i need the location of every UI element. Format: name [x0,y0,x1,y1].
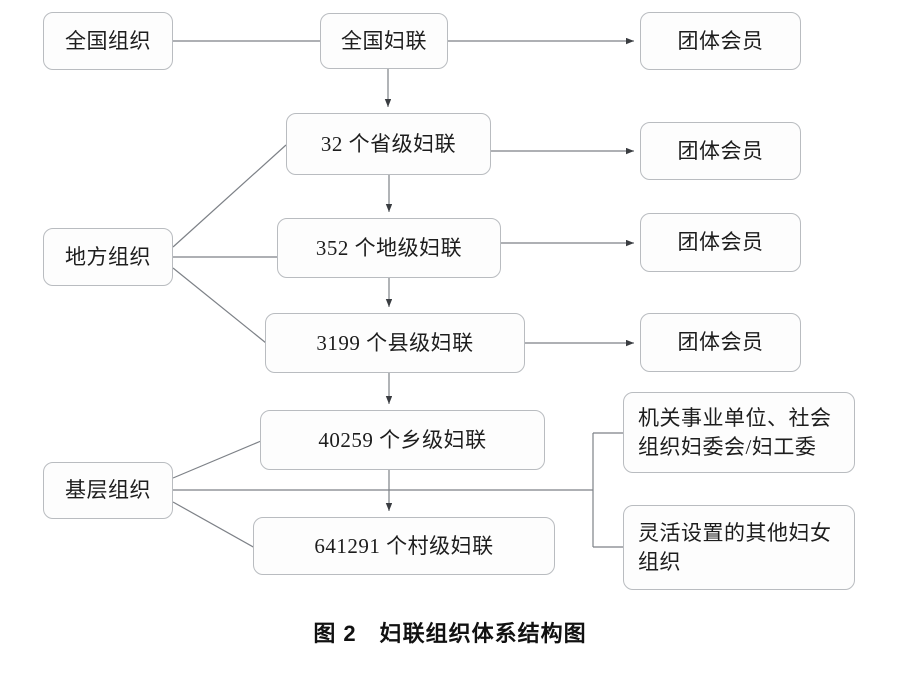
node-member-county[interactable]: 团体会员 [640,313,801,372]
node-flexible-organizations[interactable]: 灵活设置的其他妇女 组织 [623,505,855,590]
node-county-federations[interactable]: 3199 个县级妇联 [265,313,525,373]
node-institution-units[interactable]: 机关事业单位、社会 组织妇委会/妇工委 [623,392,855,473]
node-member-provincial[interactable]: 团体会员 [640,122,801,180]
node-label: 团体会员 [677,330,764,355]
node-national-acwf[interactable]: 全国妇联 [320,13,448,69]
node-label: 地方组织 [65,244,151,269]
node-national-group[interactable]: 全国组织 [43,12,173,70]
node-label: 40259 个乡级妇联 [318,427,487,452]
node-label: 灵活设置的其他妇女 组织 [638,520,832,574]
node-local-group[interactable]: 地方组织 [43,228,173,286]
node-township-federations[interactable]: 40259 个乡级妇联 [260,410,545,470]
node-label: 基层组织 [65,478,151,503]
node-member-prefecture[interactable]: 团体会员 [640,213,801,272]
node-label: 团体会员 [677,28,764,53]
node-label: 团体会员 [677,230,764,255]
node-label: 团体会员 [677,138,764,163]
node-label: 机关事业单位、社会 组织妇委会/妇工委 [638,405,832,459]
node-label: 3199 个县级妇联 [316,330,474,355]
node-provincial-federations[interactable]: 32 个省级妇联 [286,113,491,175]
node-label: 32 个省级妇联 [320,131,457,156]
node-prefecture-federations[interactable]: 352 个地级妇联 [277,218,501,278]
node-label: 全国组织 [65,28,151,53]
node-label: 全国妇联 [341,28,427,53]
node-label: 352 个地级妇联 [315,235,463,260]
node-grassroots-group[interactable]: 基层组织 [43,462,173,519]
node-member-national[interactable]: 团体会员 [640,12,801,70]
figure-caption: 图 2 妇联组织体系结构图 [313,621,587,646]
node-village-federations[interactable]: 641291 个村级妇联 [253,517,555,575]
node-label: 641291 个村级妇联 [314,533,494,558]
